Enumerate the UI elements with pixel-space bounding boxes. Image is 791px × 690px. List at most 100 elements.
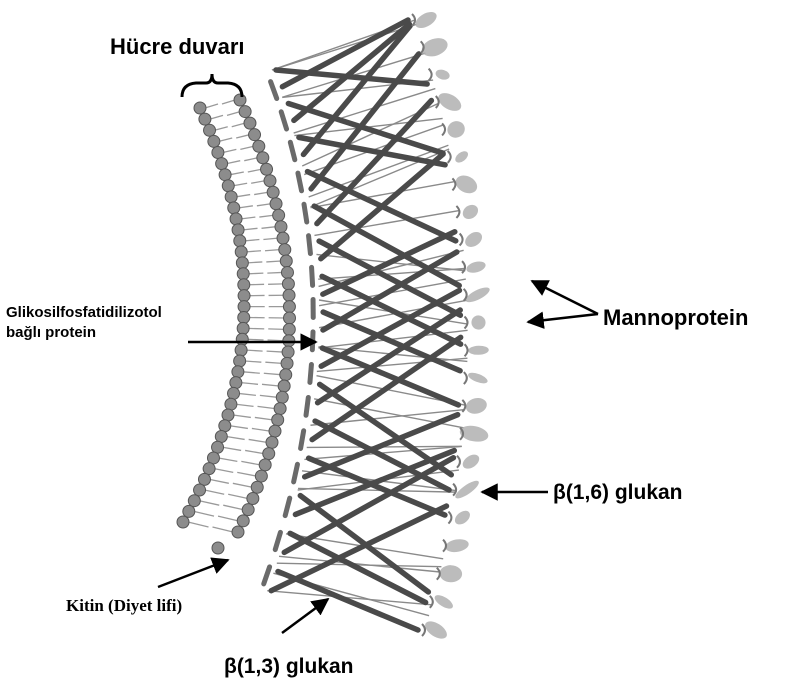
lipid-tail	[230, 426, 248, 429]
mannoprotein-blob	[439, 565, 462, 583]
lipid-tail	[219, 138, 232, 141]
beta13-arrow	[282, 599, 328, 633]
mannoprotein-blob	[468, 345, 489, 355]
lipid-tail	[265, 250, 280, 251]
lipid-tail	[226, 437, 244, 440]
chitin-segment	[298, 173, 302, 191]
mannoprotein-stalk	[443, 540, 446, 552]
lipid-head	[275, 221, 287, 233]
cell-wall-fibers	[264, 20, 468, 630]
chitin-label: Kitin (Diyet lifi)	[66, 596, 182, 616]
lipid-head	[212, 441, 224, 453]
glucan-fiber-thick	[271, 506, 446, 591]
chitin-segment	[301, 431, 304, 449]
lipid-tail	[209, 479, 228, 483]
chitin-arrow	[158, 560, 228, 587]
lipid-head	[247, 492, 259, 504]
chitin-segment	[309, 236, 311, 254]
lipid-tail	[237, 472, 256, 476]
lipid-head	[232, 366, 244, 378]
lipid-tail	[239, 206, 253, 208]
chitin-segment	[281, 112, 286, 129]
lipid-head	[282, 346, 294, 358]
lipid-head	[261, 163, 273, 175]
chitin-segment	[275, 532, 280, 549]
mannoprotein-label: Mannoprotein	[603, 305, 748, 331]
lipid-head	[253, 140, 265, 152]
chitin-segment	[264, 567, 270, 584]
lipid-head	[236, 257, 248, 269]
mannoprotein-blob	[413, 9, 440, 32]
lipid-head	[244, 117, 256, 129]
lipid-head	[238, 312, 250, 324]
chitin-segment	[304, 204, 307, 222]
mannoprotein-blob	[462, 229, 485, 250]
lipid-head	[232, 224, 244, 236]
mannoprotein-stalk	[421, 41, 424, 53]
chitin-segment	[306, 397, 308, 415]
lipid-tail	[223, 447, 242, 450]
mannoprotein-stalk	[460, 234, 463, 246]
lipid-bilayer	[177, 94, 296, 554]
lipid-tail	[245, 361, 262, 362]
lipid-tail	[188, 522, 209, 527]
mannoprotein-blob	[464, 285, 492, 305]
lipid-tail	[265, 362, 282, 363]
lipid-tail	[267, 272, 282, 273]
lipid-head	[283, 323, 295, 335]
lipid-tail	[241, 383, 258, 385]
lipid-tail	[199, 501, 219, 505]
lipid-head	[264, 175, 276, 187]
lipid-head	[269, 425, 281, 437]
lipid-head	[204, 124, 216, 136]
lipid-tail	[267, 351, 283, 352]
lipid-head	[255, 470, 267, 482]
mannoprotein-blob	[452, 508, 472, 527]
lipid-tail	[241, 217, 255, 219]
lipid-tail	[263, 238, 278, 239]
lipid-head	[267, 186, 279, 198]
mannoprotein-stalk	[462, 400, 465, 412]
mannoprotein-stalk	[429, 69, 432, 81]
lipid-head	[263, 448, 275, 460]
lipid-tail	[248, 169, 262, 172]
lipid-head	[234, 235, 246, 247]
lipid-tail	[205, 104, 218, 108]
lipid-head	[280, 255, 292, 267]
lipid-tail	[214, 469, 233, 473]
lipid-head	[198, 473, 210, 485]
lipid-tail	[251, 181, 265, 183]
mannoprotein-blob	[422, 618, 450, 642]
mannoprotein-blob	[433, 592, 455, 611]
mannoprotein-blob	[469, 313, 489, 333]
lipid-head	[283, 301, 295, 313]
lipid-head	[232, 526, 244, 538]
lipid-tail	[236, 404, 254, 406]
lipid-head	[228, 387, 240, 399]
lipid-head	[278, 380, 290, 392]
lipid-head	[199, 113, 211, 125]
mannoprotein-stalk	[462, 261, 465, 273]
lipid-tail	[247, 339, 263, 340]
lipid-head	[237, 515, 249, 527]
mannoprotein-stalk	[442, 123, 445, 135]
gpi-protein-label-line2: bağlı protein	[6, 324, 96, 341]
lipid-tail	[259, 215, 273, 217]
lipid-head	[219, 169, 231, 181]
lipid-head	[237, 268, 249, 280]
lipid-tail	[222, 100, 235, 104]
mannoprotein-stalk	[465, 344, 468, 356]
mannoprotein-blob	[460, 452, 482, 472]
mannoprotein-stalk	[464, 372, 467, 384]
lipid-head	[235, 344, 247, 356]
lipid-tail	[245, 450, 264, 453]
lipid-tail	[218, 516, 238, 521]
chitin-segment	[285, 498, 290, 515]
lipid-tail	[218, 458, 237, 461]
lipid-tail	[215, 127, 228, 131]
lipid-head	[281, 357, 293, 369]
mannoprotein-blob	[434, 68, 451, 81]
mannoprotein-stalk	[448, 512, 451, 524]
lipid-tail	[227, 161, 241, 164]
lipid-head	[272, 414, 284, 426]
